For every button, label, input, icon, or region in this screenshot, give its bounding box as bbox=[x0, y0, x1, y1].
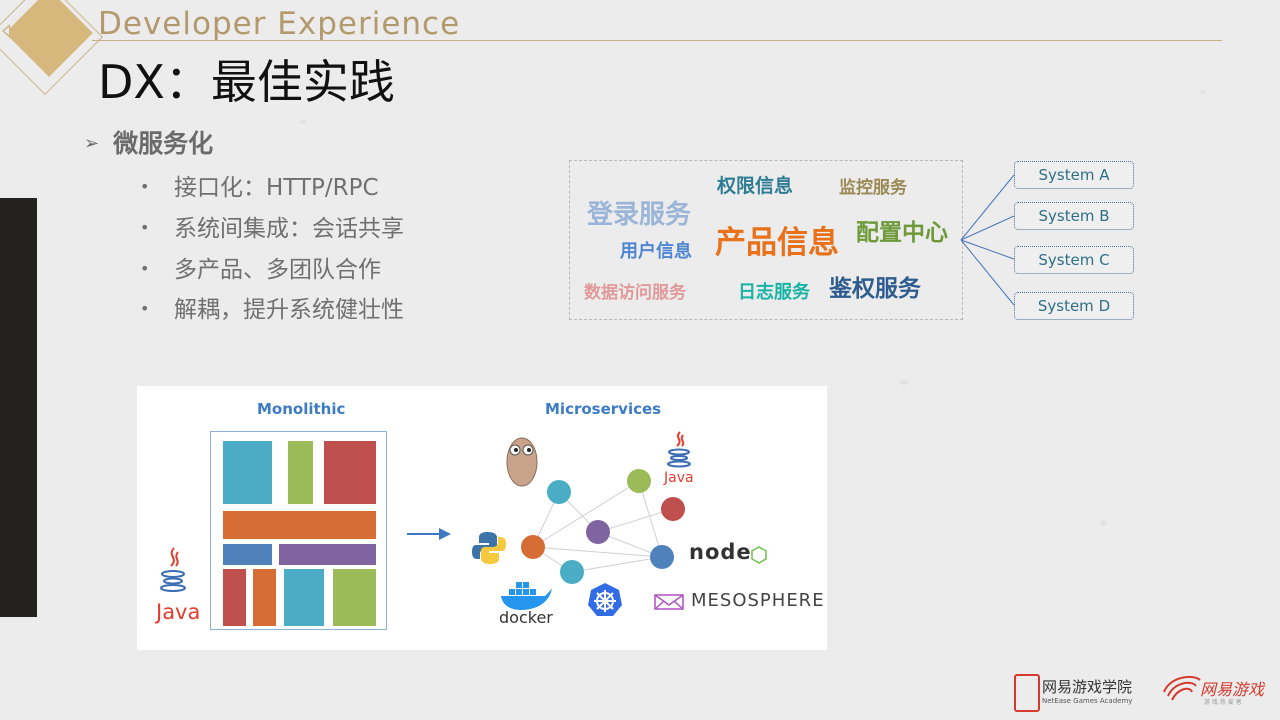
word-config-center: 配置中心 bbox=[856, 220, 948, 246]
microservices-network-graph bbox=[521, 469, 685, 584]
background-texture bbox=[1200, 90, 1206, 94]
netease-games-label: 网易游戏 bbox=[1200, 680, 1265, 699]
java-label: Java bbox=[156, 600, 201, 624]
background-texture bbox=[300, 120, 306, 124]
bullet-dot-icon: • bbox=[140, 299, 150, 318]
java-cup-icon bbox=[667, 431, 691, 468]
section-heading: ➢ 微服务化 bbox=[84, 124, 213, 160]
bullet-dot-icon: • bbox=[140, 259, 150, 278]
monolith-box bbox=[210, 431, 387, 630]
section-heading-text: 微服务化 bbox=[113, 129, 214, 158]
bullet-dot-icon: • bbox=[140, 177, 150, 196]
microservices-label: Microservices bbox=[545, 400, 662, 418]
bullet-text: 接口化：HTTP/RPC bbox=[174, 175, 379, 201]
service-word-cloud: 权限信息 监控服务 登录服务 产品信息 配置中心 用户信息 数据访问服务 日志服… bbox=[569, 160, 963, 320]
nodejs-label: node bbox=[689, 540, 752, 564]
academy-en-label: NetEase Games Academy bbox=[1042, 697, 1133, 705]
word-data-access-service: 数据访问服务 bbox=[584, 283, 686, 303]
bullet-text: 系统间集成：会话共享 bbox=[174, 216, 404, 242]
academy-cn-label: 网易游戏学院 bbox=[1042, 678, 1133, 696]
monolith-block bbox=[223, 441, 272, 504]
netease-academy-emblem-icon bbox=[1014, 674, 1040, 712]
monolith-block bbox=[223, 569, 246, 626]
docker-label: docker bbox=[499, 608, 553, 627]
monolith-block bbox=[324, 441, 376, 504]
java-label-microservices: Java bbox=[664, 470, 694, 486]
monolith-vs-microservices-diagram: Monolithic Microservices Java bbox=[137, 386, 827, 650]
arrow-bullet-icon: ➢ bbox=[84, 133, 100, 154]
monolith-block bbox=[223, 511, 376, 539]
word-user-info: 用户信息 bbox=[620, 241, 692, 262]
word-permission-info: 权限信息 bbox=[717, 175, 794, 197]
system-d-box: System D bbox=[1014, 292, 1134, 320]
system-connector-lines bbox=[960, 174, 1015, 306]
word-login-service: 登录服务 bbox=[587, 200, 692, 230]
netease-games-swirl-icon bbox=[1163, 675, 1201, 701]
header-divider bbox=[92, 40, 1222, 41]
monolith-block bbox=[288, 441, 313, 504]
word-monitoring-service: 监控服务 bbox=[839, 178, 907, 198]
mesosphere-logo-icon bbox=[654, 594, 684, 610]
monolith-block bbox=[284, 569, 324, 626]
bullet-item: • 系统间集成：会话共享 bbox=[140, 209, 404, 243]
monolithic-label: Monolithic bbox=[257, 400, 346, 418]
bullet-item: • 解耦，提升系统健壮性 bbox=[140, 290, 404, 324]
monolith-block bbox=[223, 544, 272, 565]
word-auth-service: 鉴权服务 bbox=[829, 276, 921, 302]
transform-arrow-icon bbox=[407, 528, 451, 540]
system-b-box: System B bbox=[1014, 202, 1134, 230]
bullet-item: • 多产品、多团队合作 bbox=[140, 250, 381, 284]
kubernetes-logo-icon bbox=[588, 583, 622, 616]
system-c-box: System C bbox=[1014, 246, 1134, 274]
bullet-text: 解耦，提升系统健壮性 bbox=[174, 297, 404, 323]
nodejs-hex-icon bbox=[751, 546, 767, 564]
python-logo-icon bbox=[472, 532, 506, 564]
background-texture bbox=[1100, 520, 1107, 526]
monolith-block bbox=[253, 569, 276, 626]
bullet-item: • 接口化：HTTP/RPC bbox=[140, 168, 379, 202]
system-a-box: System A bbox=[1014, 161, 1134, 189]
slide-title: DX：最佳实践 bbox=[98, 55, 395, 109]
back-triangle-inner bbox=[4, 27, 9, 35]
left-dark-bar bbox=[0, 198, 37, 617]
bullet-text: 多产品、多团队合作 bbox=[174, 257, 381, 283]
monolith-block bbox=[333, 569, 376, 626]
word-product-info: 产品信息 bbox=[715, 225, 839, 261]
monolith-block bbox=[279, 544, 376, 565]
brand-tagline: 游 戏 热 爱 者 bbox=[1204, 699, 1242, 706]
docker-whale-icon bbox=[501, 582, 552, 610]
java-cup-icon bbox=[160, 547, 186, 592]
word-log-service: 日志服务 bbox=[738, 282, 810, 303]
mesosphere-label: MESOSPHERE bbox=[691, 590, 825, 611]
background-texture bbox=[900, 380, 908, 385]
bullet-dot-icon: • bbox=[140, 218, 150, 237]
go-gopher-icon bbox=[506, 437, 538, 487]
slide-subtitle: Developer Experience bbox=[98, 6, 461, 42]
